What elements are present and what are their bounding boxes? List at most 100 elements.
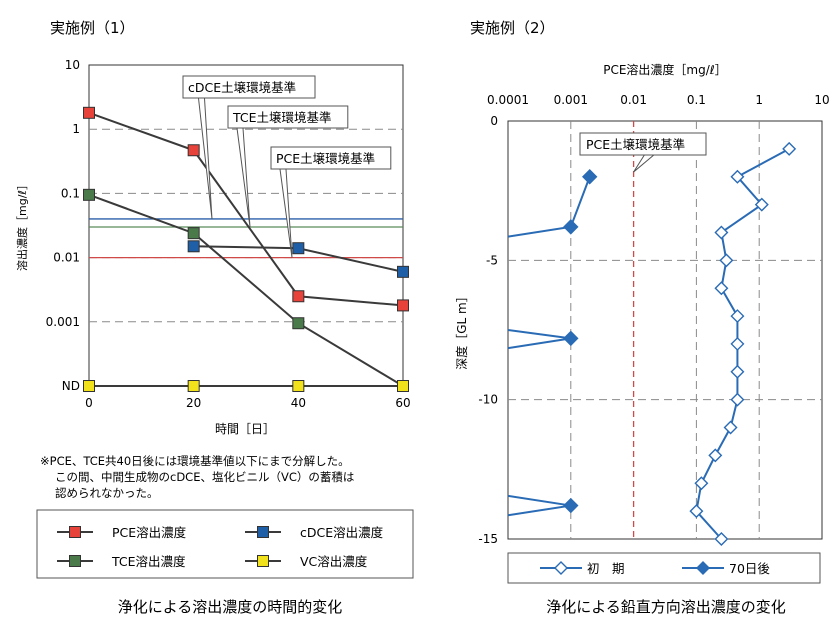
left-series-line <box>88 111 404 307</box>
left-callout-pointer <box>197 97 213 220</box>
left-legend-box <box>36 509 414 579</box>
right-x-tick-label: 0.0001 <box>487 93 529 107</box>
right-data-point <box>730 336 745 351</box>
left-legend-label: PCE溶出濃度 <box>112 525 187 540</box>
right-data-point <box>694 476 709 491</box>
right-data-point <box>730 364 745 379</box>
right-data-point <box>563 219 579 235</box>
right-series-points <box>563 141 797 546</box>
left-y-tick-label: 1 <box>72 122 80 136</box>
left-callout-label: PCE土壌環境基準 <box>276 151 375 166</box>
right-data-point <box>714 532 729 546</box>
right-y-axis-label: 深度［GL m］ <box>454 290 469 370</box>
right-callouts: PCE土壌環境基準 <box>579 132 707 173</box>
right-data-point <box>563 497 579 514</box>
right-caption: 浄化による鉛直方向溶出濃度の変化 <box>546 598 786 616</box>
left-heading: 実施例（1） <box>50 19 135 37</box>
right-data-point <box>714 281 729 296</box>
right-y-tick-label: -15 <box>478 532 498 546</box>
left-callout-box <box>227 105 349 129</box>
right-x-tick-label: 0.1 <box>687 93 706 107</box>
right-data-point <box>730 392 745 407</box>
left-caption: 浄化による溶出濃度の時間的変化 <box>118 598 343 616</box>
right-legend-marker <box>554 561 568 575</box>
left-legend-label: TCE溶出濃度 <box>111 554 186 569</box>
left-data-point <box>187 380 200 392</box>
right-series-lines <box>507 147 790 540</box>
left-data-point <box>292 242 305 255</box>
left-note-line-1: ※PCE、TCE共40日後には環境基準値以下にまで分解した。 <box>40 454 350 468</box>
right-y-tick-label: 0 <box>490 114 498 128</box>
right-x-ticks: 0.0001 0.001 0.01 0.1 1 10 <box>487 93 830 107</box>
right-heading: 実施例（2） <box>470 19 555 37</box>
right-data-point <box>714 225 729 240</box>
left-data-point <box>187 227 200 240</box>
right-callout-box <box>579 132 707 156</box>
left-callout-label: TCE土壌環境基準 <box>232 110 332 125</box>
left-y-tick-label: ND <box>62 379 80 393</box>
left-x-axis-label: 時間［日］ <box>215 422 275 436</box>
right-data-point <box>730 169 745 184</box>
left-legend-marker <box>257 555 269 567</box>
left-y-axis-label: 溶出濃度［mg/ℓ］ <box>15 179 29 271</box>
left-callout-pointer <box>236 127 251 228</box>
left-series-line <box>88 193 404 387</box>
left-data-point <box>292 380 305 392</box>
left-data-point <box>397 380 409 392</box>
left-callouts: cDCE土壌環境基準 TCE土壌環境基準 PCE土壌環境基準 <box>182 75 392 258</box>
right-x-axis-label: PCE溶出濃度［mg/ℓ］ <box>603 62 727 77</box>
left-legend-marker <box>69 555 81 567</box>
right-data-point <box>730 309 745 324</box>
right-data-point <box>581 169 598 185</box>
left-callout-label: cDCE土壌環境基準 <box>188 80 296 95</box>
right-series-line <box>507 494 571 517</box>
right-x-tick-label: 0.01 <box>620 93 647 107</box>
left-callout-pointer <box>279 168 293 258</box>
right-grid <box>508 121 822 539</box>
right-x-tick-label: 1 <box>755 93 763 107</box>
left-data-point <box>83 188 95 201</box>
left-legend-marker <box>257 526 269 538</box>
right-x-tick-label: 10 <box>814 93 829 107</box>
left-data-point <box>292 317 305 330</box>
left-y-tick-label: 0.01 <box>53 251 80 265</box>
left-reference-lines <box>89 218 403 259</box>
right-x-tick-label: 0.001 <box>554 93 588 107</box>
right-data-point <box>689 504 704 519</box>
right-data-point <box>563 330 579 347</box>
left-x-tick-label: 0 <box>85 396 93 410</box>
left-x-tick-label: 60 <box>395 396 410 410</box>
left-y-tick-label: 0.1 <box>61 186 80 200</box>
right-callout-pointer <box>633 153 656 173</box>
left-data-point <box>292 290 305 303</box>
left-data-point <box>83 106 95 119</box>
right-legend-label: 初 期 <box>587 561 625 576</box>
left-data-point <box>187 240 200 253</box>
left-legend-marker <box>69 526 81 538</box>
left-x-tick-label: 20 <box>186 396 201 410</box>
left-series-points <box>83 106 409 392</box>
right-y-ticks: 0-5-10-15 <box>478 114 498 546</box>
left-note: ※PCE、TCE共40日後には環境基準値以下にまで分解した。 この間、中間生成物… <box>40 454 354 500</box>
right-legend-marker <box>696 561 710 575</box>
right-data-point <box>754 197 769 212</box>
right-legend-items: 初 期 70日後 <box>540 561 770 576</box>
left-legend-label: cDCE溶出濃度 <box>300 525 384 540</box>
right-data-point <box>723 420 738 435</box>
right-plot-frame <box>507 120 823 540</box>
left-data-point <box>397 299 409 312</box>
left-callout-box <box>270 146 392 170</box>
left-y-tick-label: 10 <box>65 58 80 72</box>
right-data-point <box>782 141 797 156</box>
left-x-ticks: 0 20 40 60 <box>85 396 410 410</box>
left-x-tick-label: 40 <box>291 396 306 410</box>
left-data-point <box>187 144 200 157</box>
right-data-point <box>708 448 723 463</box>
right-legend-label: 70日後 <box>729 561 770 576</box>
right-y-tick-label: -5 <box>486 253 498 267</box>
